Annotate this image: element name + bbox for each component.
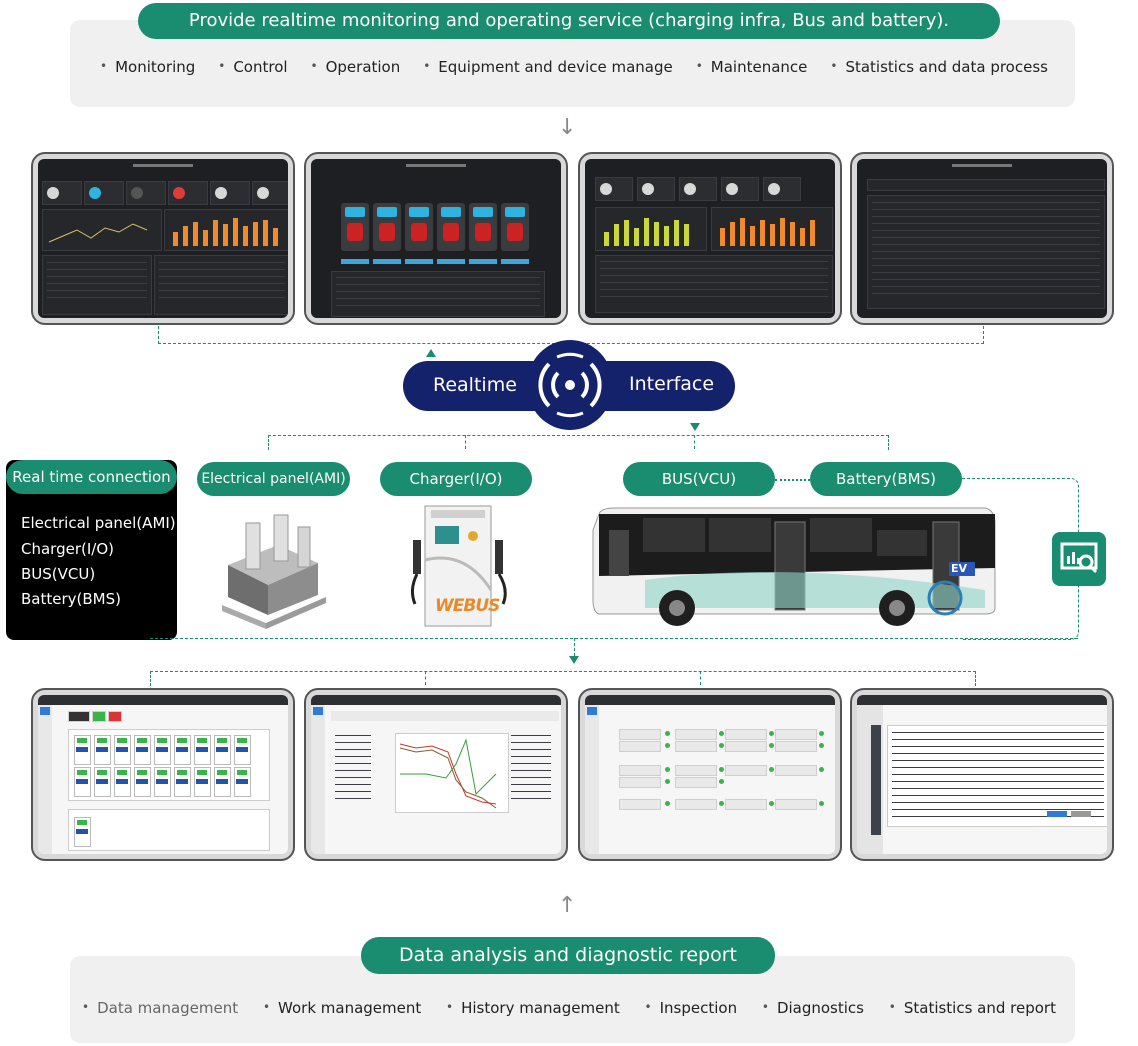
top-item-control: Control xyxy=(218,58,287,76)
electric-bus-image: EV xyxy=(585,500,1005,630)
interface-label: Interface xyxy=(629,373,715,395)
diagnostic-monitor-icon xyxy=(1052,532,1106,586)
top-item-statistics: Statistics and data process xyxy=(830,58,1048,76)
connection-item-bus: BUS(VCU) xyxy=(21,565,96,583)
top-item-monitoring: Monitoring xyxy=(100,58,195,76)
top-title-pill: Provide realtime monitoring and operatin… xyxy=(138,3,1000,39)
charger-image: WEBUS xyxy=(405,500,517,630)
bottom-item-data: Data management xyxy=(82,999,238,1017)
connection-title: Real time connection xyxy=(6,460,177,494)
connection-item-battery: Battery(BMS) xyxy=(21,590,121,608)
connection-item-panel: Electrical panel(AMI) xyxy=(21,514,176,532)
charger-label: Charger(I/O) xyxy=(380,462,532,496)
top-item-operation: Operation xyxy=(311,58,401,76)
connector-devices xyxy=(268,435,889,450)
dashboard-screen-2 xyxy=(304,152,568,325)
bottom-item-diagnostics: Diagnostics xyxy=(762,999,864,1017)
analysis-screen-2 xyxy=(304,688,568,861)
electrical-panel-image xyxy=(218,505,333,630)
electrical-panel-label: Electrical panel(AMI) xyxy=(197,462,350,496)
top-service-list: Monitoring Control Operation Equipment a… xyxy=(100,56,1048,78)
analysis-screen-3 xyxy=(578,688,842,861)
wireless-signal-icon xyxy=(527,340,613,430)
connector-bottom xyxy=(150,638,1078,639)
dashboard-screen-1 xyxy=(31,152,295,325)
real-time-connection-box: Real time connection Electrical panel(AM… xyxy=(6,460,177,640)
up-arrow-bottom-icon: ↑ xyxy=(558,893,577,918)
bus-vcu-label: BUS(VCU) xyxy=(623,462,775,496)
connection-item-charger: Charger(I/O) xyxy=(21,540,114,558)
analysis-screen-4 xyxy=(850,688,1114,861)
dashboard-screen-3 xyxy=(578,152,842,325)
bottom-item-inspection: Inspection xyxy=(645,999,737,1017)
top-item-maintenance: Maintenance xyxy=(696,58,808,76)
analysis-screen-1 xyxy=(31,688,295,861)
bottom-item-work: Work management xyxy=(263,999,421,1017)
realtime-label: Realtime xyxy=(433,374,517,396)
bottom-item-history: History management xyxy=(446,999,620,1017)
bus-ev-badge: EV xyxy=(951,562,968,575)
bottom-analysis-list: Data management Work management History … xyxy=(82,997,1056,1019)
charger-brand-logo: WEBUS xyxy=(435,596,500,616)
bottom-title-pill: Data analysis and diagnostic report xyxy=(361,937,775,974)
down-arrow-icon: ↓ xyxy=(558,115,577,140)
battery-bms-label: Battery(BMS) xyxy=(810,462,962,496)
top-item-equipment: Equipment and device manage xyxy=(423,58,672,76)
dashboard-screen-4 xyxy=(850,152,1114,325)
up-arrow-icon xyxy=(426,349,436,357)
bottom-item-statistics: Statistics and report xyxy=(889,999,1056,1017)
